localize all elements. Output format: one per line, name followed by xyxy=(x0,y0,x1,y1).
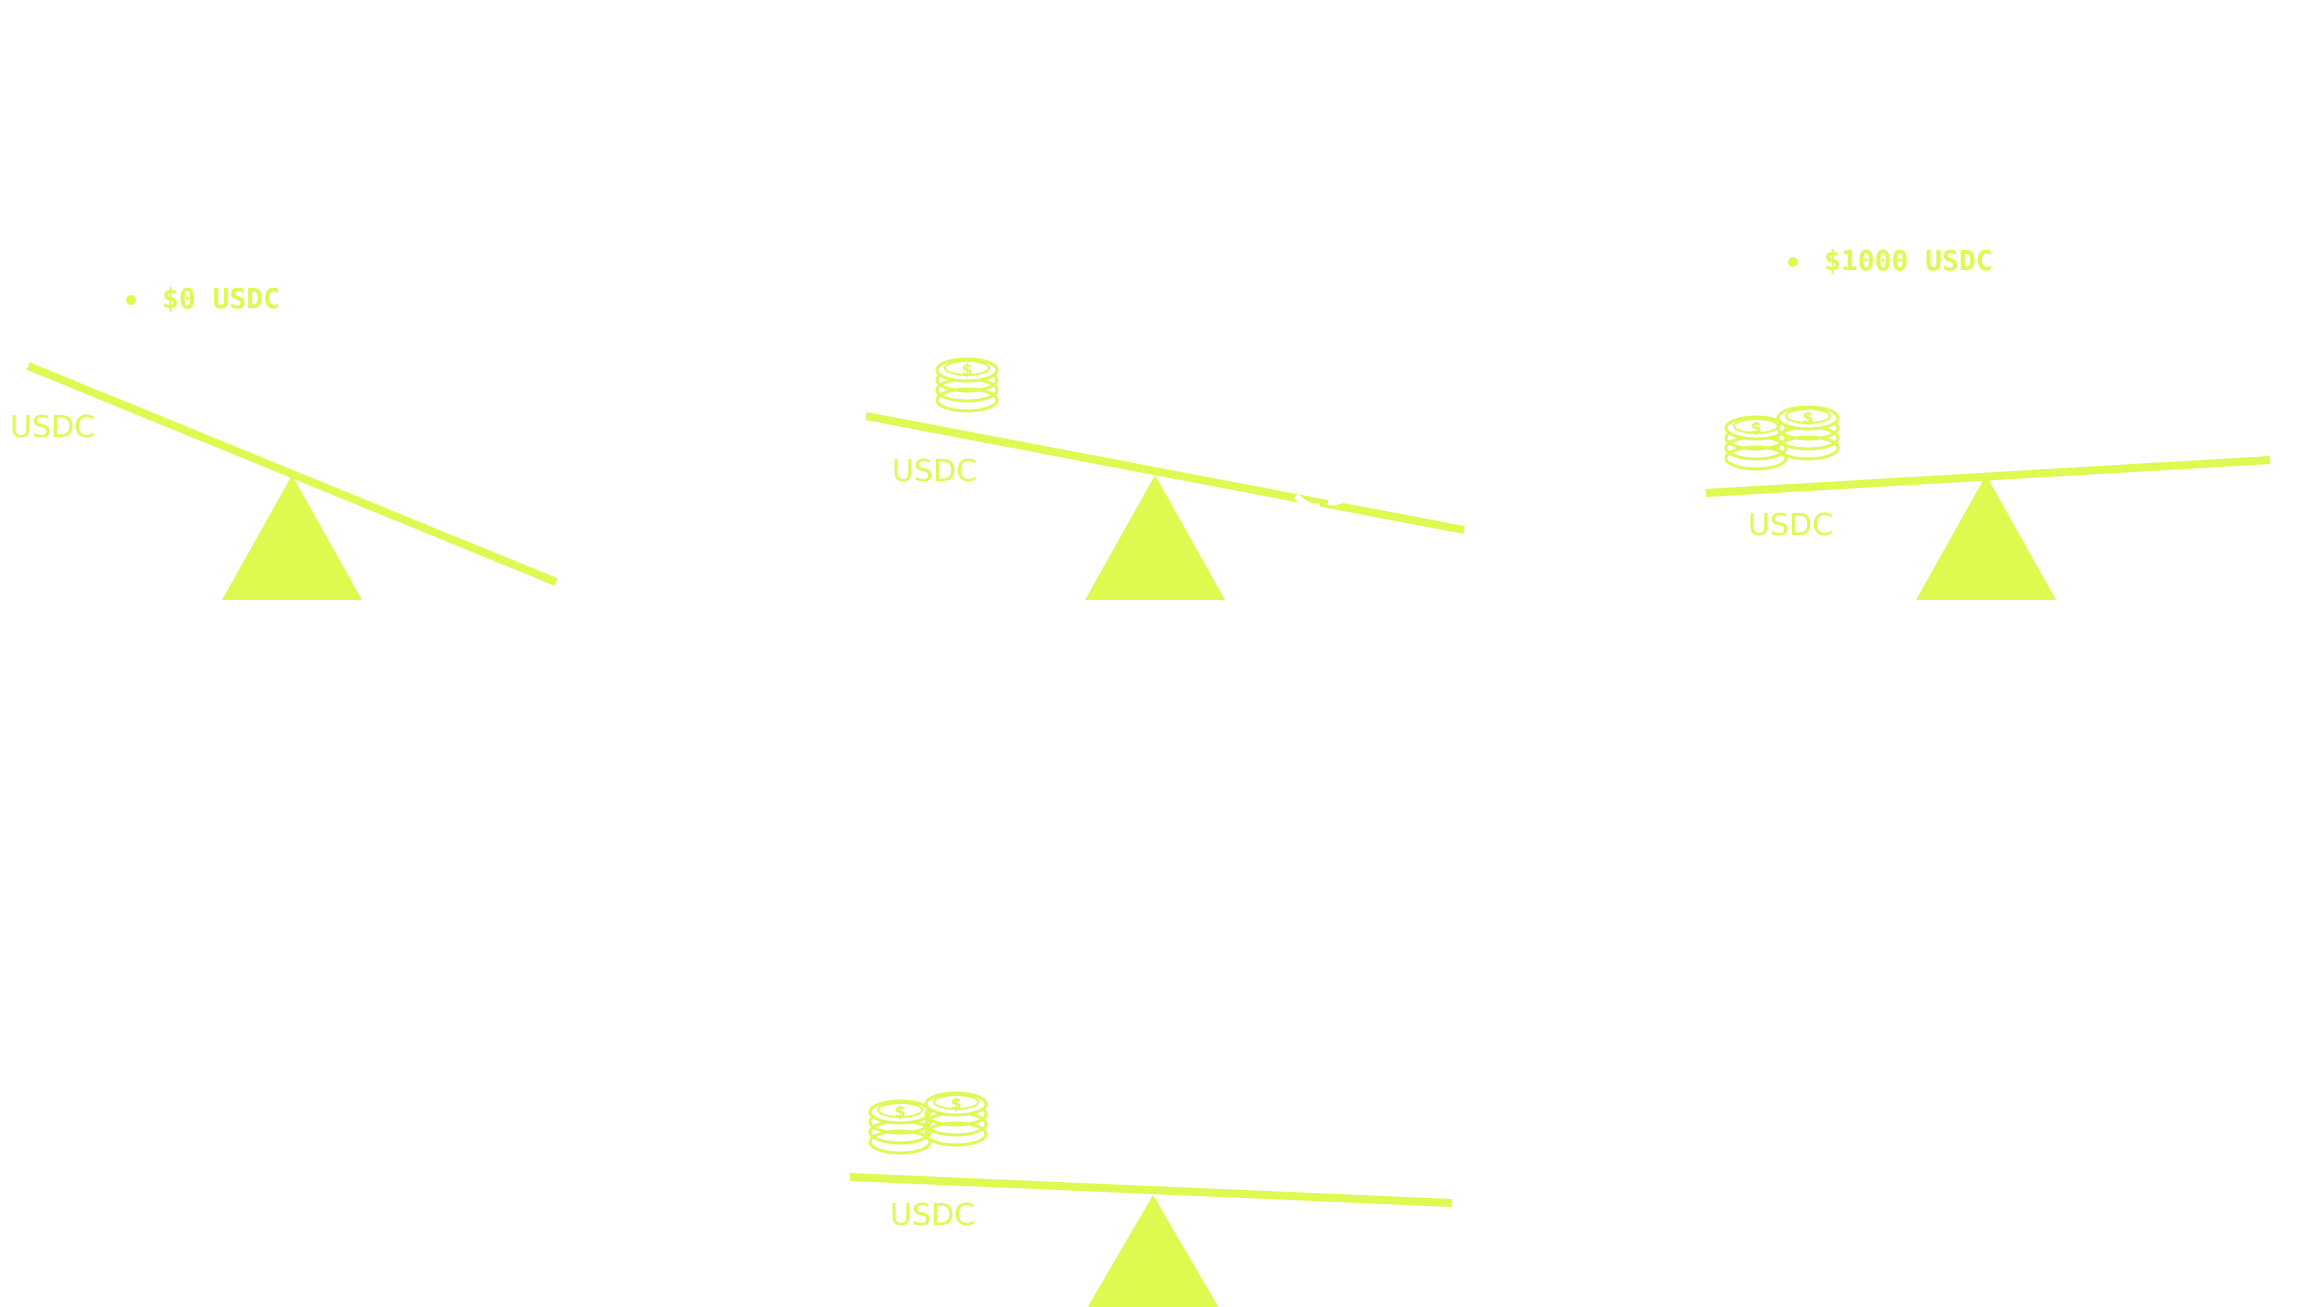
balance-zero-text: $0 USDC xyxy=(162,282,281,315)
seesaw-4-label: USDC xyxy=(890,1198,976,1233)
bullet-dot xyxy=(126,295,136,305)
bullet-dot xyxy=(1788,257,1798,267)
seesaw-4 xyxy=(849,1091,1453,1307)
balance-thousand-text: $1000 USDC xyxy=(1824,244,1993,277)
seesaw-1 xyxy=(26,362,558,600)
dollar-coin-stack-icon xyxy=(935,357,999,413)
seesaw-3-label: USDC xyxy=(1748,508,1834,543)
dollar-coin-stack-icon xyxy=(1776,405,1840,461)
seesaw-1-label: USDC xyxy=(10,410,96,445)
highlight-mark xyxy=(1293,493,1350,510)
seesaw-plank xyxy=(26,362,558,586)
seesaw-2-label: USDC xyxy=(892,454,978,489)
fulcrum-triangle xyxy=(1085,475,1225,600)
seesaw-3 xyxy=(1705,405,2271,600)
dollar-coin-stack-icon xyxy=(1724,415,1788,471)
dollar-coin-stack-icon xyxy=(924,1091,988,1147)
balance-note-thousand: $1000 USDC xyxy=(1788,244,1993,277)
seesaw-plank xyxy=(1705,456,2271,497)
fulcrum-triangle xyxy=(222,475,362,600)
fulcrum-triangle xyxy=(1087,1195,1219,1307)
balance-note-zero: $0 USDC xyxy=(126,282,280,315)
seesaw-plank xyxy=(865,412,1465,534)
dollar-coin-stack-icon xyxy=(868,1099,932,1155)
seesaw-2 xyxy=(865,357,1465,600)
fulcrum-triangle xyxy=(1916,475,2056,600)
seesaw-plank xyxy=(849,1173,1453,1207)
